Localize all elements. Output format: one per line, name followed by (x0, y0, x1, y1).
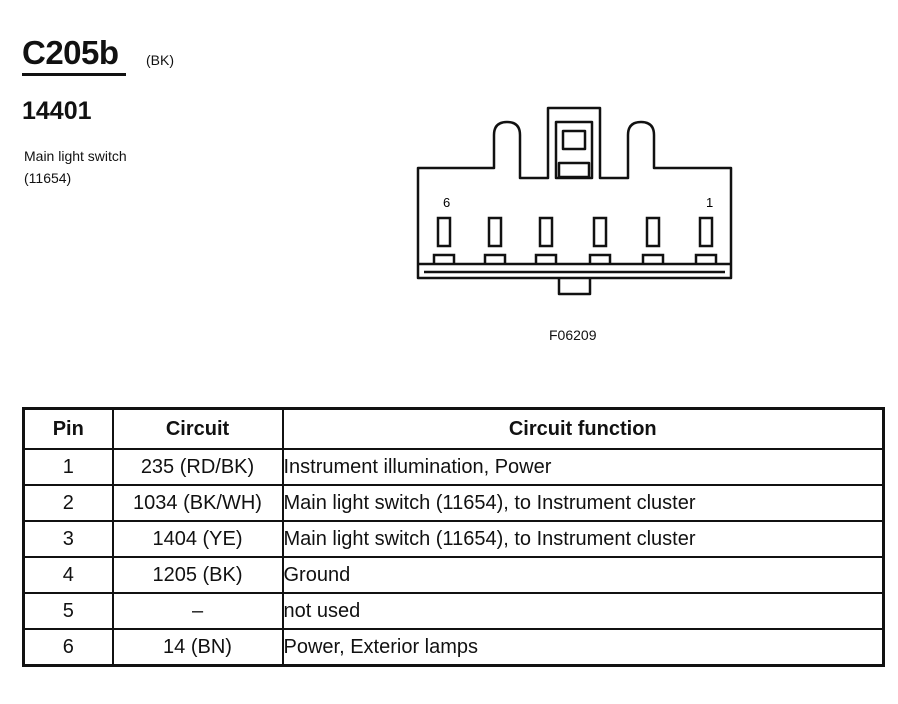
pin-cavity (487, 216, 503, 248)
cell-function: not used (281, 592, 885, 630)
cell-function: Main light switch (11654), to Instrument… (281, 520, 885, 558)
pin-label-right: 1 (706, 195, 713, 210)
part-number: 14401 (22, 97, 92, 125)
pin-notch (483, 253, 507, 264)
pin-notch (588, 253, 612, 264)
pin-notch (694, 253, 718, 264)
component-ref: (11654) (24, 170, 72, 186)
header-circuit: Circuit (111, 407, 284, 450)
latch-bottom (557, 161, 591, 179)
pin-notch (641, 253, 665, 264)
cell-pin: 3 (22, 520, 114, 558)
pin-cavity (538, 216, 554, 248)
table-row: 5–not used (22, 592, 885, 630)
header-pin: Pin (22, 407, 114, 450)
cell-function: Power, Exterior lamps (281, 628, 885, 667)
cell-pin: 5 (22, 592, 114, 630)
cell-function: Ground (281, 556, 885, 594)
connector-color-code: (BK) (146, 52, 174, 68)
title-underline (22, 73, 126, 76)
pin-cavity (436, 216, 452, 248)
component-name: Main light switch (24, 148, 127, 164)
latch-inner (561, 129, 587, 151)
cell-circuit: 14 (BN) (111, 628, 284, 667)
pin-label-left: 6 (443, 195, 450, 210)
table-header-row: Pin Circuit Circuit function (22, 407, 885, 450)
cell-pin: 4 (22, 556, 114, 594)
connector-housing-outline (416, 106, 733, 280)
bottom-key (557, 278, 592, 296)
cell-circuit: 1205 (BK) (111, 556, 284, 594)
connector-face-diagram: 6 1 (416, 106, 733, 296)
cell-function: Instrument illumination, Power (281, 448, 885, 486)
pin-cavity (592, 216, 608, 248)
cell-circuit: 1034 (BK/WH) (111, 484, 284, 522)
cell-circuit: – (111, 592, 284, 630)
cell-pin: 1 (22, 448, 114, 486)
pin-notch (432, 253, 456, 264)
cell-function: Main light switch (11654), to Instrument… (281, 484, 885, 522)
pin-cavity (698, 216, 714, 248)
header-function: Circuit function (281, 407, 885, 450)
pin-cavity (645, 216, 661, 248)
cell-circuit: 235 (RD/BK) (111, 448, 284, 486)
figure-code: F06209 (549, 327, 597, 343)
cell-pin: 2 (22, 484, 114, 522)
cell-circuit: 1404 (YE) (111, 520, 284, 558)
cell-pin: 6 (22, 628, 114, 667)
connector-id: C205b (22, 34, 119, 71)
pin-notch (534, 253, 558, 264)
